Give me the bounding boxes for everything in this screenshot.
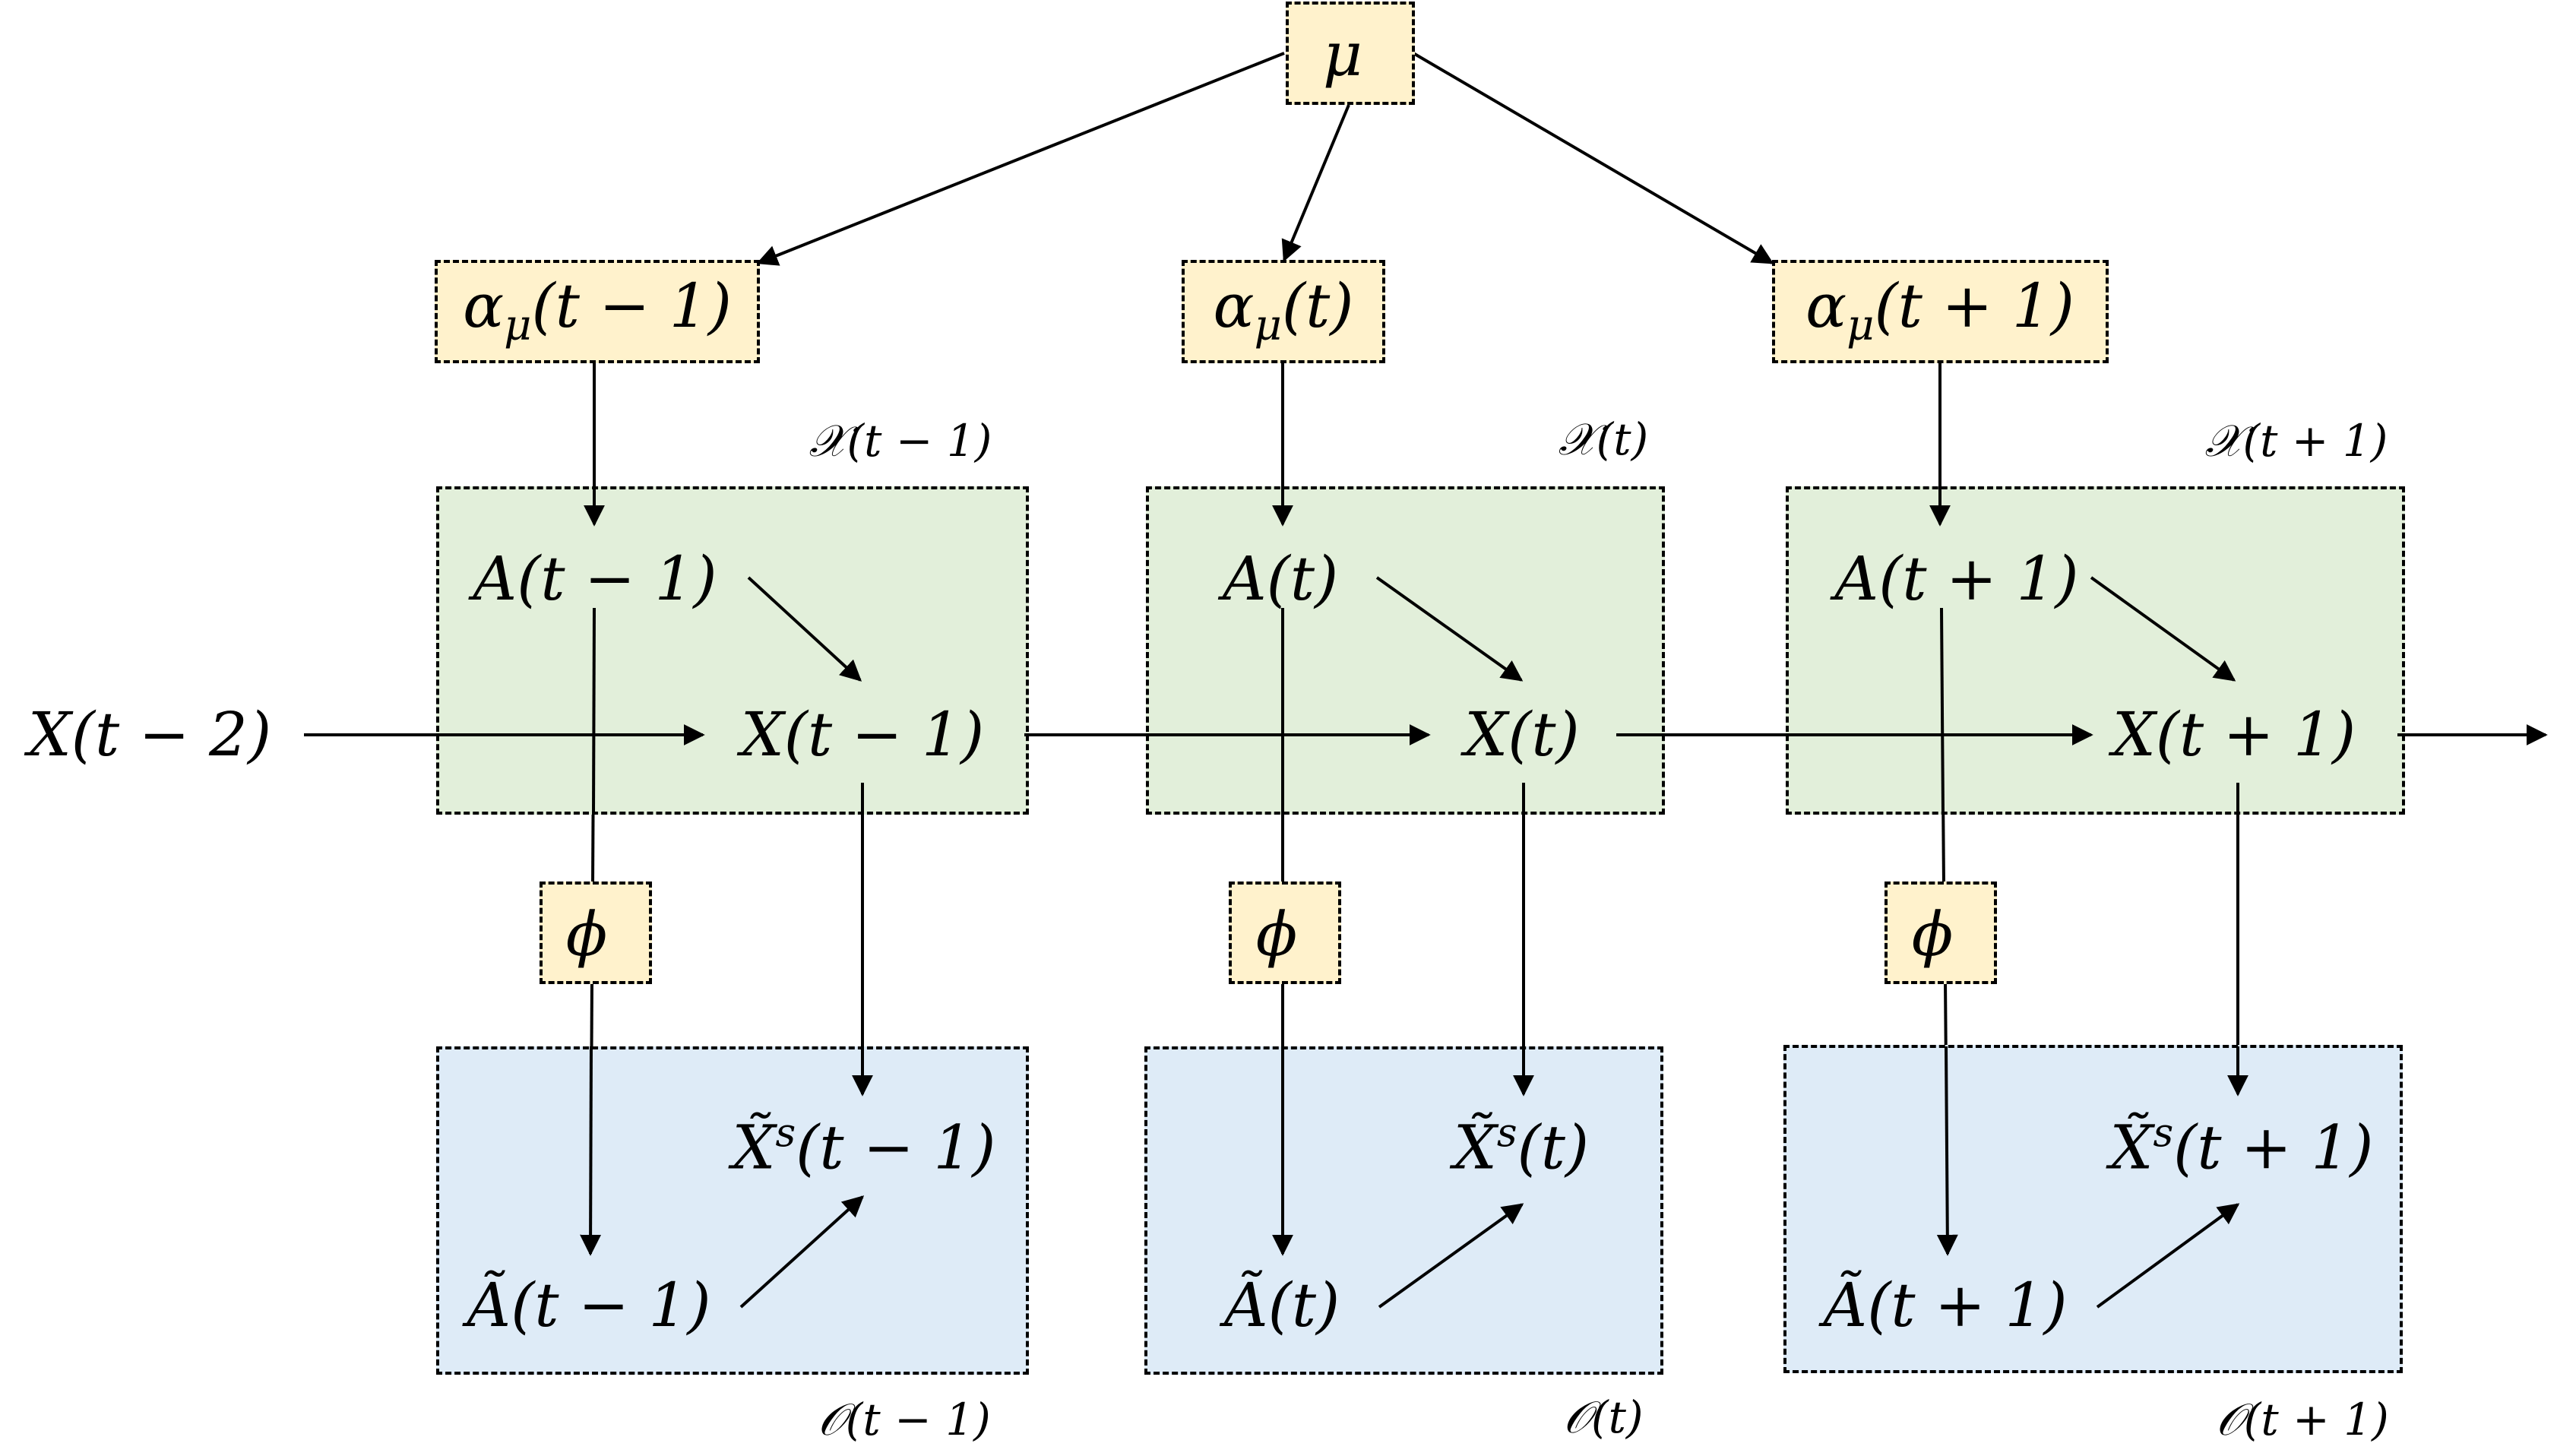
- phi-label-t: ϕ: [1255, 899, 1298, 970]
- obs-box-t: [1144, 1046, 1663, 1375]
- state-set-label-t: 𝒳(t): [1558, 413, 1649, 465]
- A-label-t-plus-1: A(t + 1): [1834, 543, 2079, 614]
- obs-set-label-t-plus-1: 𝒪(t + 1): [2216, 1394, 2389, 1445]
- state-box-t-plus-1: [1786, 486, 2405, 815]
- state-set-label-t-minus-1: 𝒳(t − 1): [809, 415, 992, 467]
- Xs-label-t: X̃s(t): [1453, 1110, 1590, 1183]
- alpha-label-t-plus-1: αμ(t + 1): [1805, 271, 2074, 350]
- alpha-label-t: αμ(t): [1213, 271, 1354, 350]
- mu-label: μ: [1323, 19, 1362, 90]
- Atilde-label-t-plus-1: Ã(t + 1): [1823, 1270, 2068, 1340]
- Atilde-label-t: Ã(t): [1223, 1270, 1340, 1340]
- Atilde-label-t-minus-1: Ã(t − 1): [467, 1270, 711, 1340]
- phi-box-t: [1229, 882, 1341, 984]
- alpha-label-t-minus-1: αμ(t − 1): [463, 271, 732, 350]
- A-label-t-minus-1: A(t − 1): [473, 543, 717, 614]
- X-label-t-minus-2: X(t − 2): [27, 699, 272, 770]
- obs-box-t-plus-1: [1783, 1045, 2403, 1373]
- X-label-t-minus-1: X(t − 1): [740, 699, 985, 770]
- phi-label-t-plus-1: ϕ: [1911, 899, 1954, 970]
- obs-box-t-minus-1: [436, 1046, 1029, 1375]
- X-label-t-plus-1: X(t + 1): [2112, 699, 2356, 770]
- obs-set-label-t: 𝒪(t): [1563, 1391, 1644, 1443]
- arrow-mu-to-alpha-t-minus-1: [756, 52, 1285, 266]
- X-label-t: X(t): [1464, 699, 1580, 770]
- obs-set-label-t-minus-1: 𝒪(t − 1): [818, 1394, 991, 1445]
- state-box-t-minus-1: [436, 486, 1029, 815]
- arrow-mu-to-alpha-t: [1281, 104, 1350, 262]
- phi-box-t-minus-1: [540, 882, 652, 984]
- arrow-mu-to-alpha-t-plus-1: [1412, 52, 1774, 264]
- alpha-box-t-minus-1: [435, 260, 760, 363]
- Xs-label-t-minus-1: X̃s(t − 1): [732, 1110, 996, 1183]
- phi-box-t-plus-1: [1885, 882, 1997, 984]
- state-box-t: [1146, 486, 1665, 815]
- alpha-box-t: [1182, 260, 1385, 363]
- Xs-label-t-plus-1: X̃s(t + 1): [2109, 1110, 2374, 1183]
- mu-box: [1286, 2, 1415, 105]
- phi-label-t-minus-1: ϕ: [565, 899, 608, 970]
- alpha-box-t-plus-1: [1772, 260, 2109, 363]
- state-set-label-t-plus-1: 𝒳(t + 1): [2204, 415, 2388, 467]
- A-label-t: A(t): [1222, 543, 1339, 614]
